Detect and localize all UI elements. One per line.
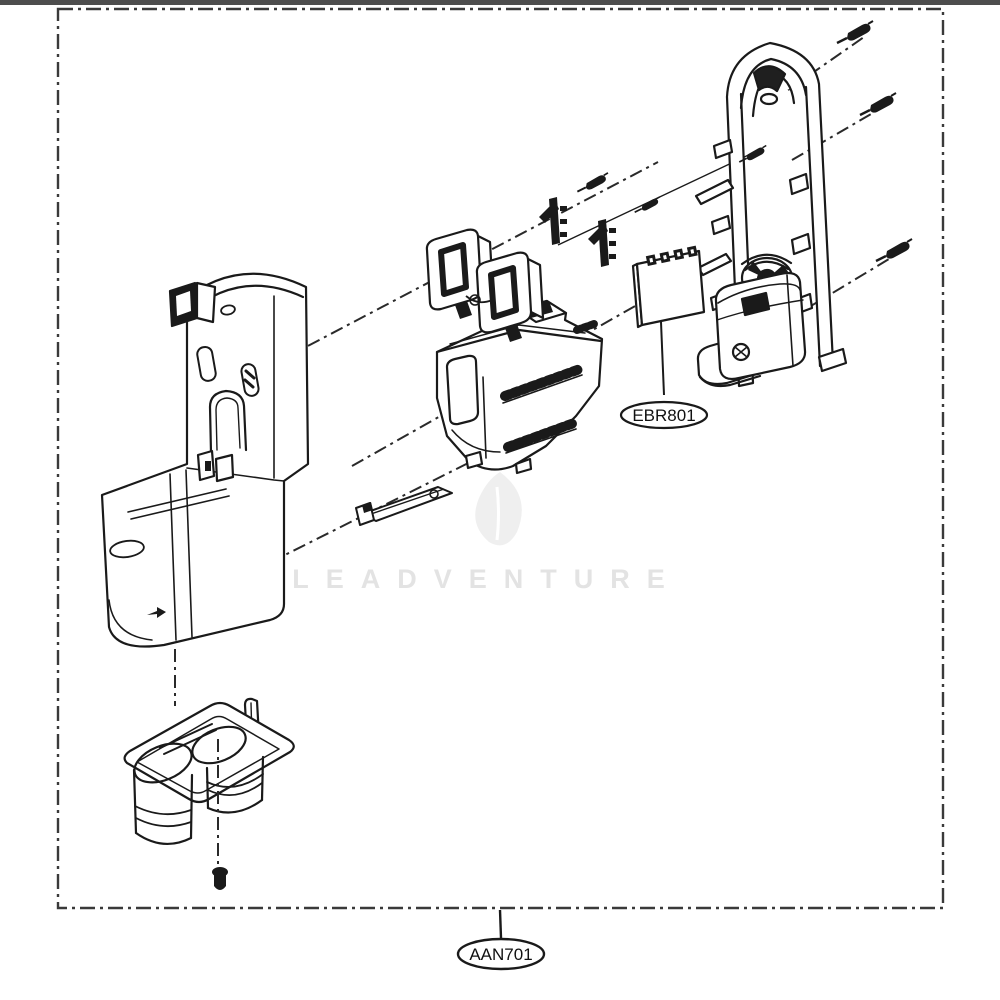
- terminal-comb-2: [503, 418, 579, 452]
- side-pocket: [445, 354, 480, 426]
- clip-bracket-1: [539, 197, 567, 245]
- callout-aan701: AAN701: [456, 909, 546, 971]
- hole-hatch: [243, 369, 256, 389]
- control-board-pcb: [631, 245, 706, 329]
- funnel-housing: [435, 299, 604, 475]
- switch-window: [438, 242, 469, 297]
- callout-ellipse: [456, 937, 546, 971]
- callout-leader-line: [498, 909, 503, 939]
- switch-window: [488, 265, 519, 320]
- vertical-axis-lines: [174, 649, 219, 866]
- watermark: LEADVENTURE: [292, 472, 682, 594]
- callout-leader-line: [660, 321, 665, 396]
- latch-detail: [752, 65, 787, 93]
- micro-switch-2: [465, 251, 545, 342]
- callout-label-text: AAN701: [469, 945, 532, 964]
- wire-clamp: [740, 291, 771, 317]
- watermark-leaf-vein: [495, 486, 500, 541]
- mold-arrow-mark: [147, 607, 166, 618]
- callout-label-text: EBR801: [632, 406, 695, 425]
- watermark-text: LEADVENTURE: [292, 564, 682, 594]
- diagram-border: [56, 7, 945, 910]
- motor-body: [714, 271, 807, 381]
- base-plate-with-cups: [123, 697, 295, 845]
- callout-ellipse: [619, 400, 709, 430]
- base-screw: [212, 867, 228, 890]
- foot-bolt-cross: [734, 346, 748, 358]
- pcb-connector-pins: [645, 245, 698, 267]
- callout-ebr801: EBR801: [619, 321, 709, 430]
- lever-bar: [355, 486, 453, 526]
- dispenser-housing: [100, 272, 310, 648]
- screenshot-top-edge: [0, 0, 1000, 5]
- terminal-comb-1: [500, 364, 585, 401]
- clip-bracket-2: [588, 219, 616, 267]
- motor-assembly: [714, 253, 807, 381]
